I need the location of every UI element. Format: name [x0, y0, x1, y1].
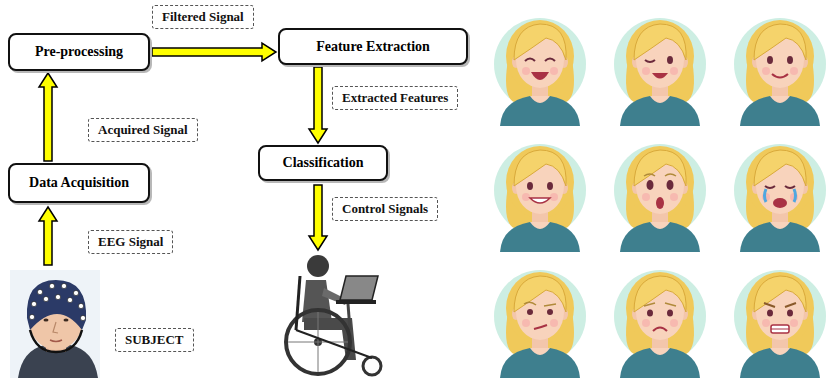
flow-arrow: [309, 67, 327, 143]
signal-arrow: [309, 185, 327, 250]
box-text: Pre-processing: [35, 44, 123, 60]
signal-arrow: [39, 207, 57, 265]
face-grinning: [494, 144, 586, 252]
process-box: Data Acquisition: [8, 163, 150, 203]
process-box: Pre-processing: [8, 33, 150, 71]
process-box: Classification: [258, 145, 388, 181]
process-box: Feature Extraction: [278, 28, 468, 65]
signal-label: Control Signals: [332, 197, 438, 221]
face-angry: [734, 270, 826, 378]
box-text: Data Acquisition: [29, 175, 129, 191]
emotion-faces: [480, 0, 840, 378]
face-winking: [614, 18, 706, 126]
flow-arrow: [39, 73, 57, 161]
box-text: Feature Extraction: [316, 39, 430, 55]
edge-label: Extracted Features: [332, 86, 458, 110]
edge-label: Acquired Signal: [88, 118, 198, 142]
signal-label: EEG Signal: [88, 230, 173, 254]
edge-label: Filtered Signal: [152, 5, 254, 29]
face-smiling: [734, 18, 826, 126]
face-sad: [614, 270, 706, 378]
flow-arrow: [152, 43, 276, 61]
face-crying: [734, 144, 826, 252]
subject-figure: [10, 270, 100, 378]
face-laughing: [494, 18, 586, 126]
box-text: Classification: [283, 155, 364, 171]
wheelchair-figure: [286, 255, 381, 375]
signal-label: SUBJECT: [115, 328, 194, 352]
face-surprised: [614, 144, 706, 252]
face-doubtful: [494, 270, 586, 378]
